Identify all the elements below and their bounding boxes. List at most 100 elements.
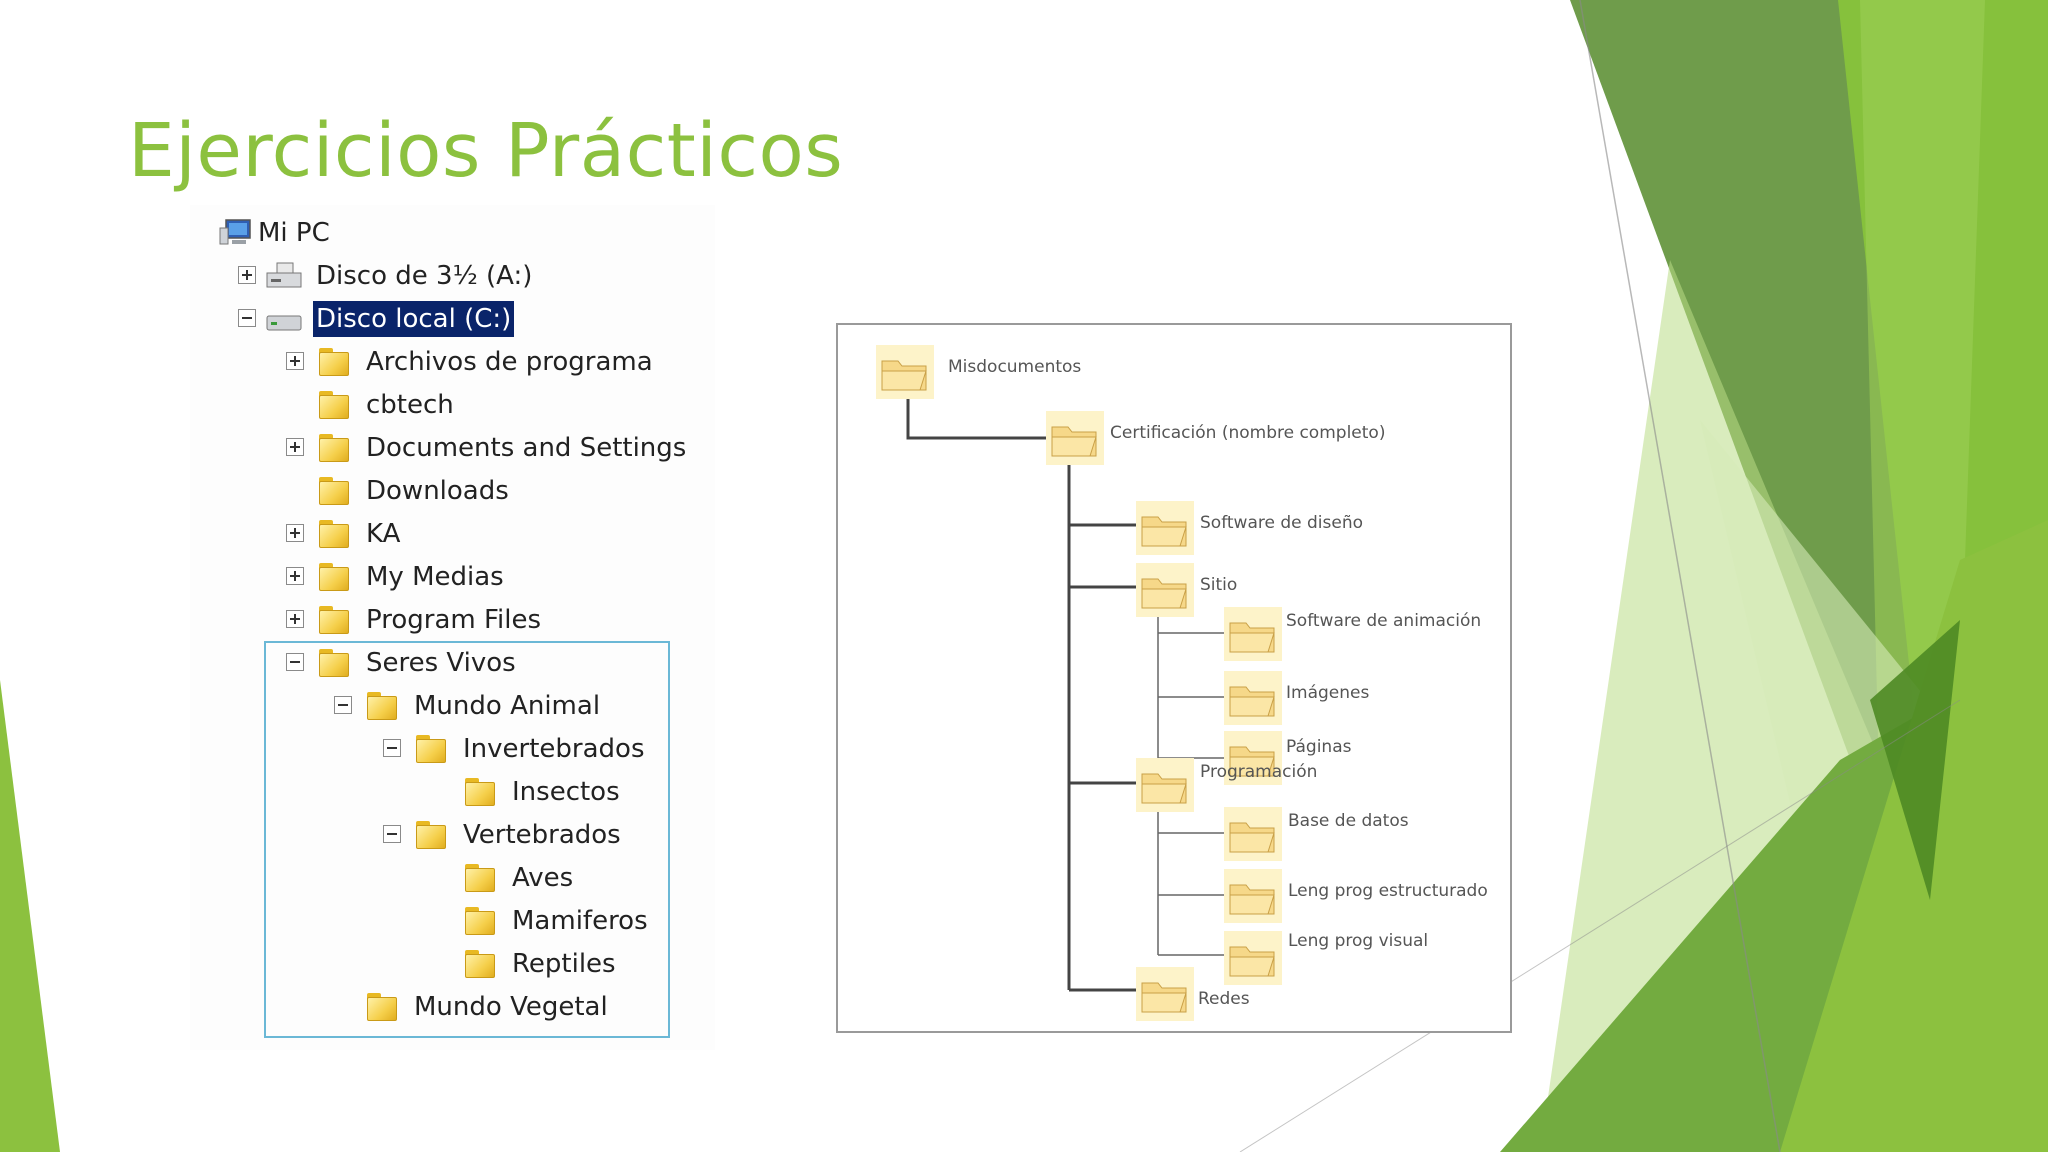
open-folder-icon bbox=[1224, 807, 1282, 861]
folder-icon bbox=[319, 520, 351, 548]
collapse-icon[interactable] bbox=[383, 825, 401, 843]
tree-item-label: Reptiles bbox=[512, 949, 616, 979]
expand-icon[interactable] bbox=[286, 352, 304, 370]
diagram-node-label: Sitio bbox=[1200, 575, 1238, 595]
tree-item-documents-and-settings[interactable]: Documents and Settings bbox=[286, 430, 706, 466]
tree-item-reptiles[interactable]: Reptiles bbox=[432, 946, 702, 982]
tree-item-mamiferos[interactable]: Mamiferos bbox=[432, 903, 702, 939]
diagram-node-programacion: Programación bbox=[1136, 758, 1396, 812]
open-folder-icon bbox=[1224, 607, 1282, 661]
expand-icon[interactable] bbox=[238, 266, 256, 284]
open-folder-icon bbox=[1136, 501, 1194, 555]
collapse-icon[interactable] bbox=[286, 653, 304, 671]
tree-item-label: Aves bbox=[512, 863, 574, 893]
tree-item-label: Seres Vivos bbox=[366, 648, 516, 678]
folder-icon bbox=[319, 606, 351, 634]
diagram-node-imagenes: Imágenes bbox=[1224, 671, 1504, 725]
folder-icon bbox=[319, 391, 351, 419]
tree-item-vertebrados[interactable]: Vertebrados bbox=[383, 817, 703, 853]
tree-item-label: Disco local (C:) bbox=[313, 301, 515, 337]
diagram-node-label: Programación bbox=[1200, 762, 1318, 782]
tree-item-label: Program Files bbox=[366, 605, 542, 635]
slide-title: Ejercicios Prácticos bbox=[128, 108, 844, 194]
open-folder-icon bbox=[1046, 411, 1104, 465]
tree-item-label: Mundo Vegetal bbox=[414, 992, 608, 1022]
diagram-node-label: Certificación (nombre completo) bbox=[1110, 423, 1386, 443]
folder-icon bbox=[367, 993, 399, 1021]
diagram-node-paginas: Páginas bbox=[1224, 731, 1504, 785]
diagram-node-label: Misdocumentos bbox=[948, 357, 1082, 377]
diagram-connectors bbox=[906, 385, 1228, 992]
open-folder-icon bbox=[1224, 869, 1282, 923]
floppy-drive-icon bbox=[266, 262, 302, 288]
diagram-node-label: Software de diseño bbox=[1200, 513, 1364, 533]
diagram-node-sitio: Sitio bbox=[1136, 563, 1336, 617]
tree-item-program-files[interactable]: Program Files bbox=[286, 602, 706, 638]
tree-item-label: KA bbox=[366, 519, 401, 549]
diagram-node-software-de-diseno: Software de diseño bbox=[1136, 501, 1466, 555]
folder-icon bbox=[319, 434, 351, 462]
collapse-icon[interactable] bbox=[238, 309, 256, 327]
tree-item-label: Archivos de programa bbox=[366, 347, 653, 377]
tree-item-seres-vivos[interactable]: Seres Vivos bbox=[286, 645, 706, 681]
expand-icon[interactable] bbox=[286, 524, 304, 542]
explorer-tree-panel: Mi PC Disco de 3½ (A:) Disco local (C:) … bbox=[190, 205, 715, 1050]
folder-icon bbox=[465, 778, 497, 806]
diagram-node-redes: Redes bbox=[1136, 967, 1336, 1021]
diagram-node-misdocumentos: Misdocumentos bbox=[876, 345, 1176, 399]
open-folder-icon bbox=[1136, 758, 1194, 812]
diagram-node-label: Leng prog estructurado bbox=[1288, 881, 1488, 901]
open-folder-icon bbox=[1224, 731, 1282, 785]
tree-item-ka[interactable]: KA bbox=[286, 516, 706, 552]
expand-icon[interactable] bbox=[286, 438, 304, 456]
diagram-node-label: Páginas bbox=[1286, 737, 1352, 757]
tree-item-mi-pc[interactable]: Mi PC bbox=[219, 215, 428, 251]
tree-item-label: Mi PC bbox=[258, 218, 330, 248]
seres-vivos-highlight-box bbox=[264, 641, 670, 1038]
tree-item-label: Documents and Settings bbox=[366, 433, 687, 463]
tree-item-mundo-animal[interactable]: Mundo Animal bbox=[334, 688, 694, 724]
tree-item-archivos-de-programa[interactable]: Archivos de programa bbox=[286, 344, 706, 380]
tree-item-label: Disco de 3½ (A:) bbox=[316, 261, 533, 291]
folder-icon bbox=[319, 477, 351, 505]
diagram-node-leng-prog-estructurado: Leng prog estructurado bbox=[1224, 869, 1506, 923]
diagram-node-label: Base de datos bbox=[1288, 811, 1409, 831]
diagram-node-label: Software de animación bbox=[1286, 611, 1482, 631]
folder-icon bbox=[319, 563, 351, 591]
tree-item-my-medias[interactable]: My Medias bbox=[286, 559, 706, 595]
diagram-node-software-de-animacion: Software de animación bbox=[1224, 607, 1504, 661]
tree-item-label: Vertebrados bbox=[463, 820, 621, 850]
folder-icon bbox=[416, 735, 448, 763]
tree-item-label: Downloads bbox=[366, 476, 509, 506]
tree-item-label: Insectos bbox=[512, 777, 620, 807]
tree-item-mundo-vegetal[interactable]: Mundo Vegetal bbox=[334, 989, 694, 1025]
tree-item-label: Invertebrados bbox=[463, 734, 645, 764]
diagram-node-base-de-datos: Base de datos bbox=[1224, 807, 1504, 861]
open-folder-icon bbox=[1136, 967, 1194, 1021]
diagram-node-label: Redes bbox=[1198, 989, 1250, 1009]
tree-item-downloads[interactable]: Downloads bbox=[286, 473, 706, 509]
diagram-node-label: Leng prog visual bbox=[1288, 931, 1429, 951]
tree-item-local-disk[interactable]: Disco local (C:) bbox=[238, 301, 558, 337]
folder-icon bbox=[367, 692, 399, 720]
expand-icon[interactable] bbox=[286, 567, 304, 585]
tree-item-label: Mamiferos bbox=[512, 906, 648, 936]
tree-item-insectos[interactable]: Insectos bbox=[432, 774, 702, 810]
folder-icon bbox=[465, 907, 497, 935]
tree-item-invertebrados[interactable]: Invertebrados bbox=[383, 731, 703, 767]
tree-item-label: My Medias bbox=[366, 562, 504, 592]
expand-icon[interactable] bbox=[286, 610, 304, 628]
collapse-icon[interactable] bbox=[334, 696, 352, 714]
open-folder-icon bbox=[1224, 671, 1282, 725]
tree-item-label: Mundo Animal bbox=[414, 691, 601, 721]
diagram-node-certificacion: Certificación (nombre completo) bbox=[1046, 411, 1446, 465]
hard-drive-icon bbox=[266, 315, 302, 331]
tree-item-aves[interactable]: Aves bbox=[432, 860, 702, 896]
diagram-node-leng-prog-visual: Leng prog visual bbox=[1224, 931, 1504, 985]
tree-item-floppy[interactable]: Disco de 3½ (A:) bbox=[238, 258, 558, 294]
diagram-node-label: Imágenes bbox=[1286, 683, 1370, 703]
tree-item-cbtech[interactable]: cbtech bbox=[286, 387, 706, 423]
collapse-icon[interactable] bbox=[383, 739, 401, 757]
computer-icon bbox=[219, 219, 251, 245]
